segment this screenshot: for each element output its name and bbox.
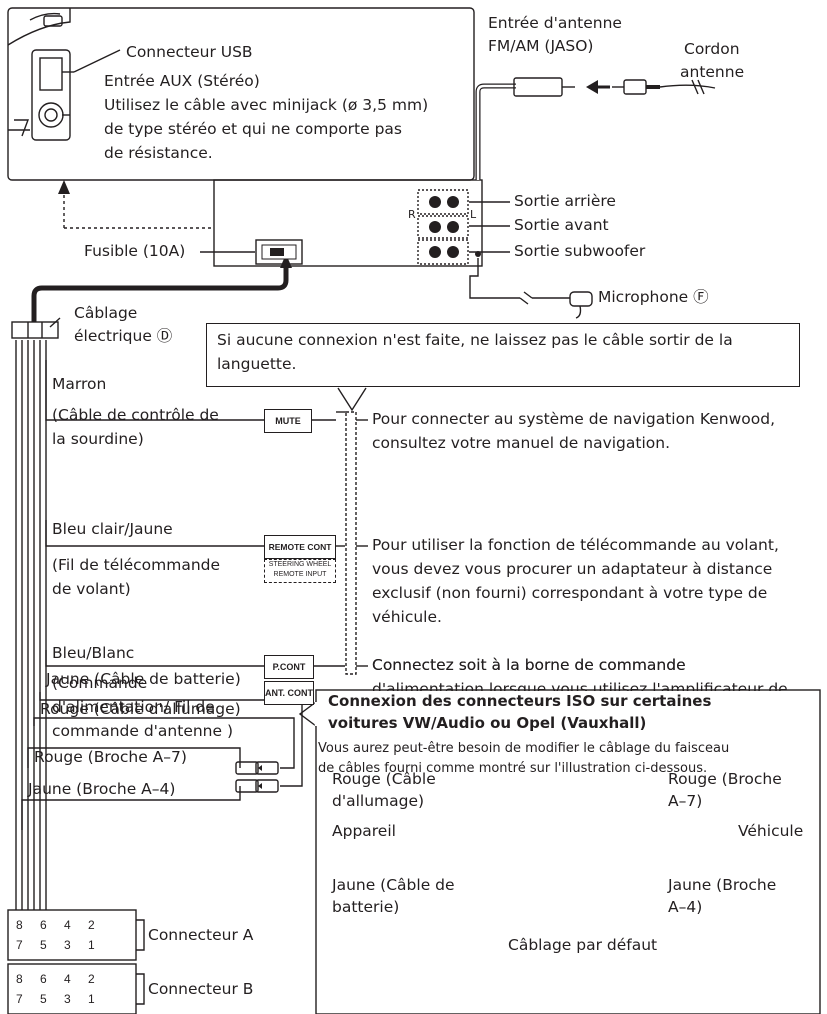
microphone-label: Microphone Ⓕ — [598, 288, 709, 306]
connector-b-pins-top: 8 6 4 2 — [16, 972, 112, 986]
pin: 3 — [64, 938, 71, 952]
remote-cont-tag: REMOTE CONT — [264, 535, 336, 559]
iso-jaune-1: Jaune (Câble de — [332, 876, 455, 894]
iso-jaune-2: batterie) — [332, 898, 400, 916]
connector-b-label: Connecteur B — [148, 980, 254, 998]
pin: 5 — [40, 992, 47, 1006]
unit-panel-frame — [7, 7, 475, 181]
antenna-input-label-2: FM/AM (JASO) — [488, 37, 594, 55]
pin: 7 — [16, 992, 23, 1006]
pin: 4 — [64, 918, 71, 932]
remote-desc-4: véhicule. — [372, 608, 442, 626]
subwoofer-output-label: Sortie subwoofer — [514, 242, 646, 260]
nav-desc-2: consultez votre manuel de navigation. — [372, 434, 671, 452]
note-line-1: Si aucune connexion n'est faite, ne lais… — [217, 331, 733, 349]
pin: 8 — [16, 972, 23, 986]
iso-sub-1: Vous aurez peut-être besoin de modifier … — [318, 741, 730, 756]
iso-sub-2: de câbles fourni comme montré sur l'illu… — [318, 761, 708, 776]
pin: 4 — [64, 972, 71, 986]
wire-bleu-blanc: Bleu/Blanc — [52, 644, 135, 662]
wire-bleu-clair-desc-2: de volant) — [52, 580, 131, 598]
iso-jb-2: A–4) — [668, 898, 703, 916]
antenna-input-label-1: Entrée d'antenne — [488, 14, 622, 32]
wire-bleu-blanc-desc-1: (Commande — [52, 674, 148, 692]
pin: 1 — [88, 938, 95, 952]
pin: 7 — [16, 938, 23, 952]
aux-desc-2: de type stéréo et qui ne comporte pas — [104, 120, 402, 138]
aux-desc-3: de résistance. — [104, 144, 213, 162]
aux-desc-1: Utilisez le câble avec minijack (ø 3,5 m… — [104, 96, 429, 114]
wire-marron-desc-1: (Câble de contrôle de — [52, 406, 219, 424]
pcont-desc-1b: Connectez soit à la borne de commande — [372, 656, 686, 674]
pin: 1 — [88, 992, 95, 1006]
iso-title-1: Connexion des connecteurs ISO sur certai… — [328, 692, 712, 710]
aux-input-label: Entrée AUX (Stéréo) — [104, 72, 260, 90]
connector-a-label: Connecteur A — [148, 926, 254, 944]
steering-line-1: STEERING WHEEL — [268, 561, 332, 568]
wire-marron-desc-2: la sourdine) — [52, 430, 144, 448]
iso-rouge-2: d'allumage) — [332, 792, 425, 810]
wire-marron: Marron — [52, 375, 107, 393]
wire-bleu-blanc-desc-3: commande d'antenne ) — [52, 722, 234, 740]
pin: 2 — [88, 972, 95, 986]
pin: 3 — [64, 992, 71, 1006]
right-channel-label: R — [408, 208, 416, 221]
pcont-desc-1: Connectez soit à la borne de commande — [372, 656, 686, 674]
pcont-tag: P.CONT — [264, 655, 314, 679]
pin: 6 — [40, 972, 47, 986]
wire-bleu-blanc-desc-2: d'alimentation/ Fil de — [52, 698, 215, 716]
antcont-tag: ANT. CONT — [264, 681, 314, 705]
wire-jaune-a4: Jaune (Broche A–4) — [28, 780, 176, 798]
iso-rouge-1: Rouge (Câble — [332, 770, 436, 788]
mute-tag: MUTE — [264, 409, 312, 433]
connector-a-pins-bottom: 7 5 3 1 — [16, 938, 112, 952]
antenna-cord-label-1: Cordon — [684, 40, 740, 58]
remote-desc-2: vous devez vous procurer un adaptateur à… — [372, 560, 773, 578]
pin: 5 — [40, 938, 47, 952]
iso-vehicule: Véhicule — [738, 822, 804, 840]
connector-b-pins-bottom: 7 5 3 1 — [16, 992, 112, 1006]
fuse-label: Fusible (10A) — [84, 242, 186, 260]
rear-output-label: Sortie arrière — [514, 192, 616, 210]
antenna-cord-label-2: antenne — [680, 63, 745, 81]
harness-label-1: Câblage — [74, 304, 138, 322]
pin: 2 — [88, 918, 95, 932]
remote-desc-1: Pour utiliser la fonction de télécommand… — [372, 536, 779, 554]
iso-appareil: Appareil — [332, 822, 396, 840]
wire-rouge-a7: Rouge (Broche A–7) — [34, 748, 187, 766]
usb-connector-label: Connecteur USB — [126, 43, 253, 61]
left-channel-label: L — [470, 208, 477, 221]
iso-rb-2: A–7) — [668, 792, 703, 810]
iso-default-wiring: Câblage par défaut — [508, 936, 658, 954]
wire-jaune-batterie: Jaune (Câble de batterie) — [46, 670, 241, 688]
iso-title-2: voitures VW/Audio ou Opel (Vauxhall) — [328, 714, 647, 732]
connector-a-pins-top: 8 6 4 2 — [16, 918, 112, 932]
wire-bleu-clair: Bleu clair/Jaune — [52, 520, 173, 538]
harness-label-2: électrique Ⓓ — [74, 327, 173, 345]
front-output-label: Sortie avant — [514, 216, 609, 234]
steering-line-2: REMOTE INPUT — [273, 571, 327, 578]
nav-desc-1: Pour connecter au système de navigation … — [372, 410, 775, 428]
pin: 8 — [16, 918, 23, 932]
note-bubble: Si aucune connexion n'est faite, ne lais… — [206, 323, 800, 387]
wire-bleu-clair-desc-1: (Fil de télécommande — [52, 556, 221, 574]
note-line-2: languette. — [217, 355, 297, 373]
wire-rouge-allumage: Rouge (Câble d'allumage) — [40, 700, 241, 718]
iso-box — [317, 691, 819, 1013]
remote-desc-3: exclusif (non fourni) correspondant à vo… — [372, 584, 768, 602]
iso-rb-1: Rouge (Broche — [668, 770, 782, 788]
steering-remote-tag: STEERING WHEEL REMOTE INPUT — [264, 559, 336, 583]
iso-jb-1: Jaune (Broche — [668, 876, 777, 894]
pin: 6 — [40, 918, 47, 932]
